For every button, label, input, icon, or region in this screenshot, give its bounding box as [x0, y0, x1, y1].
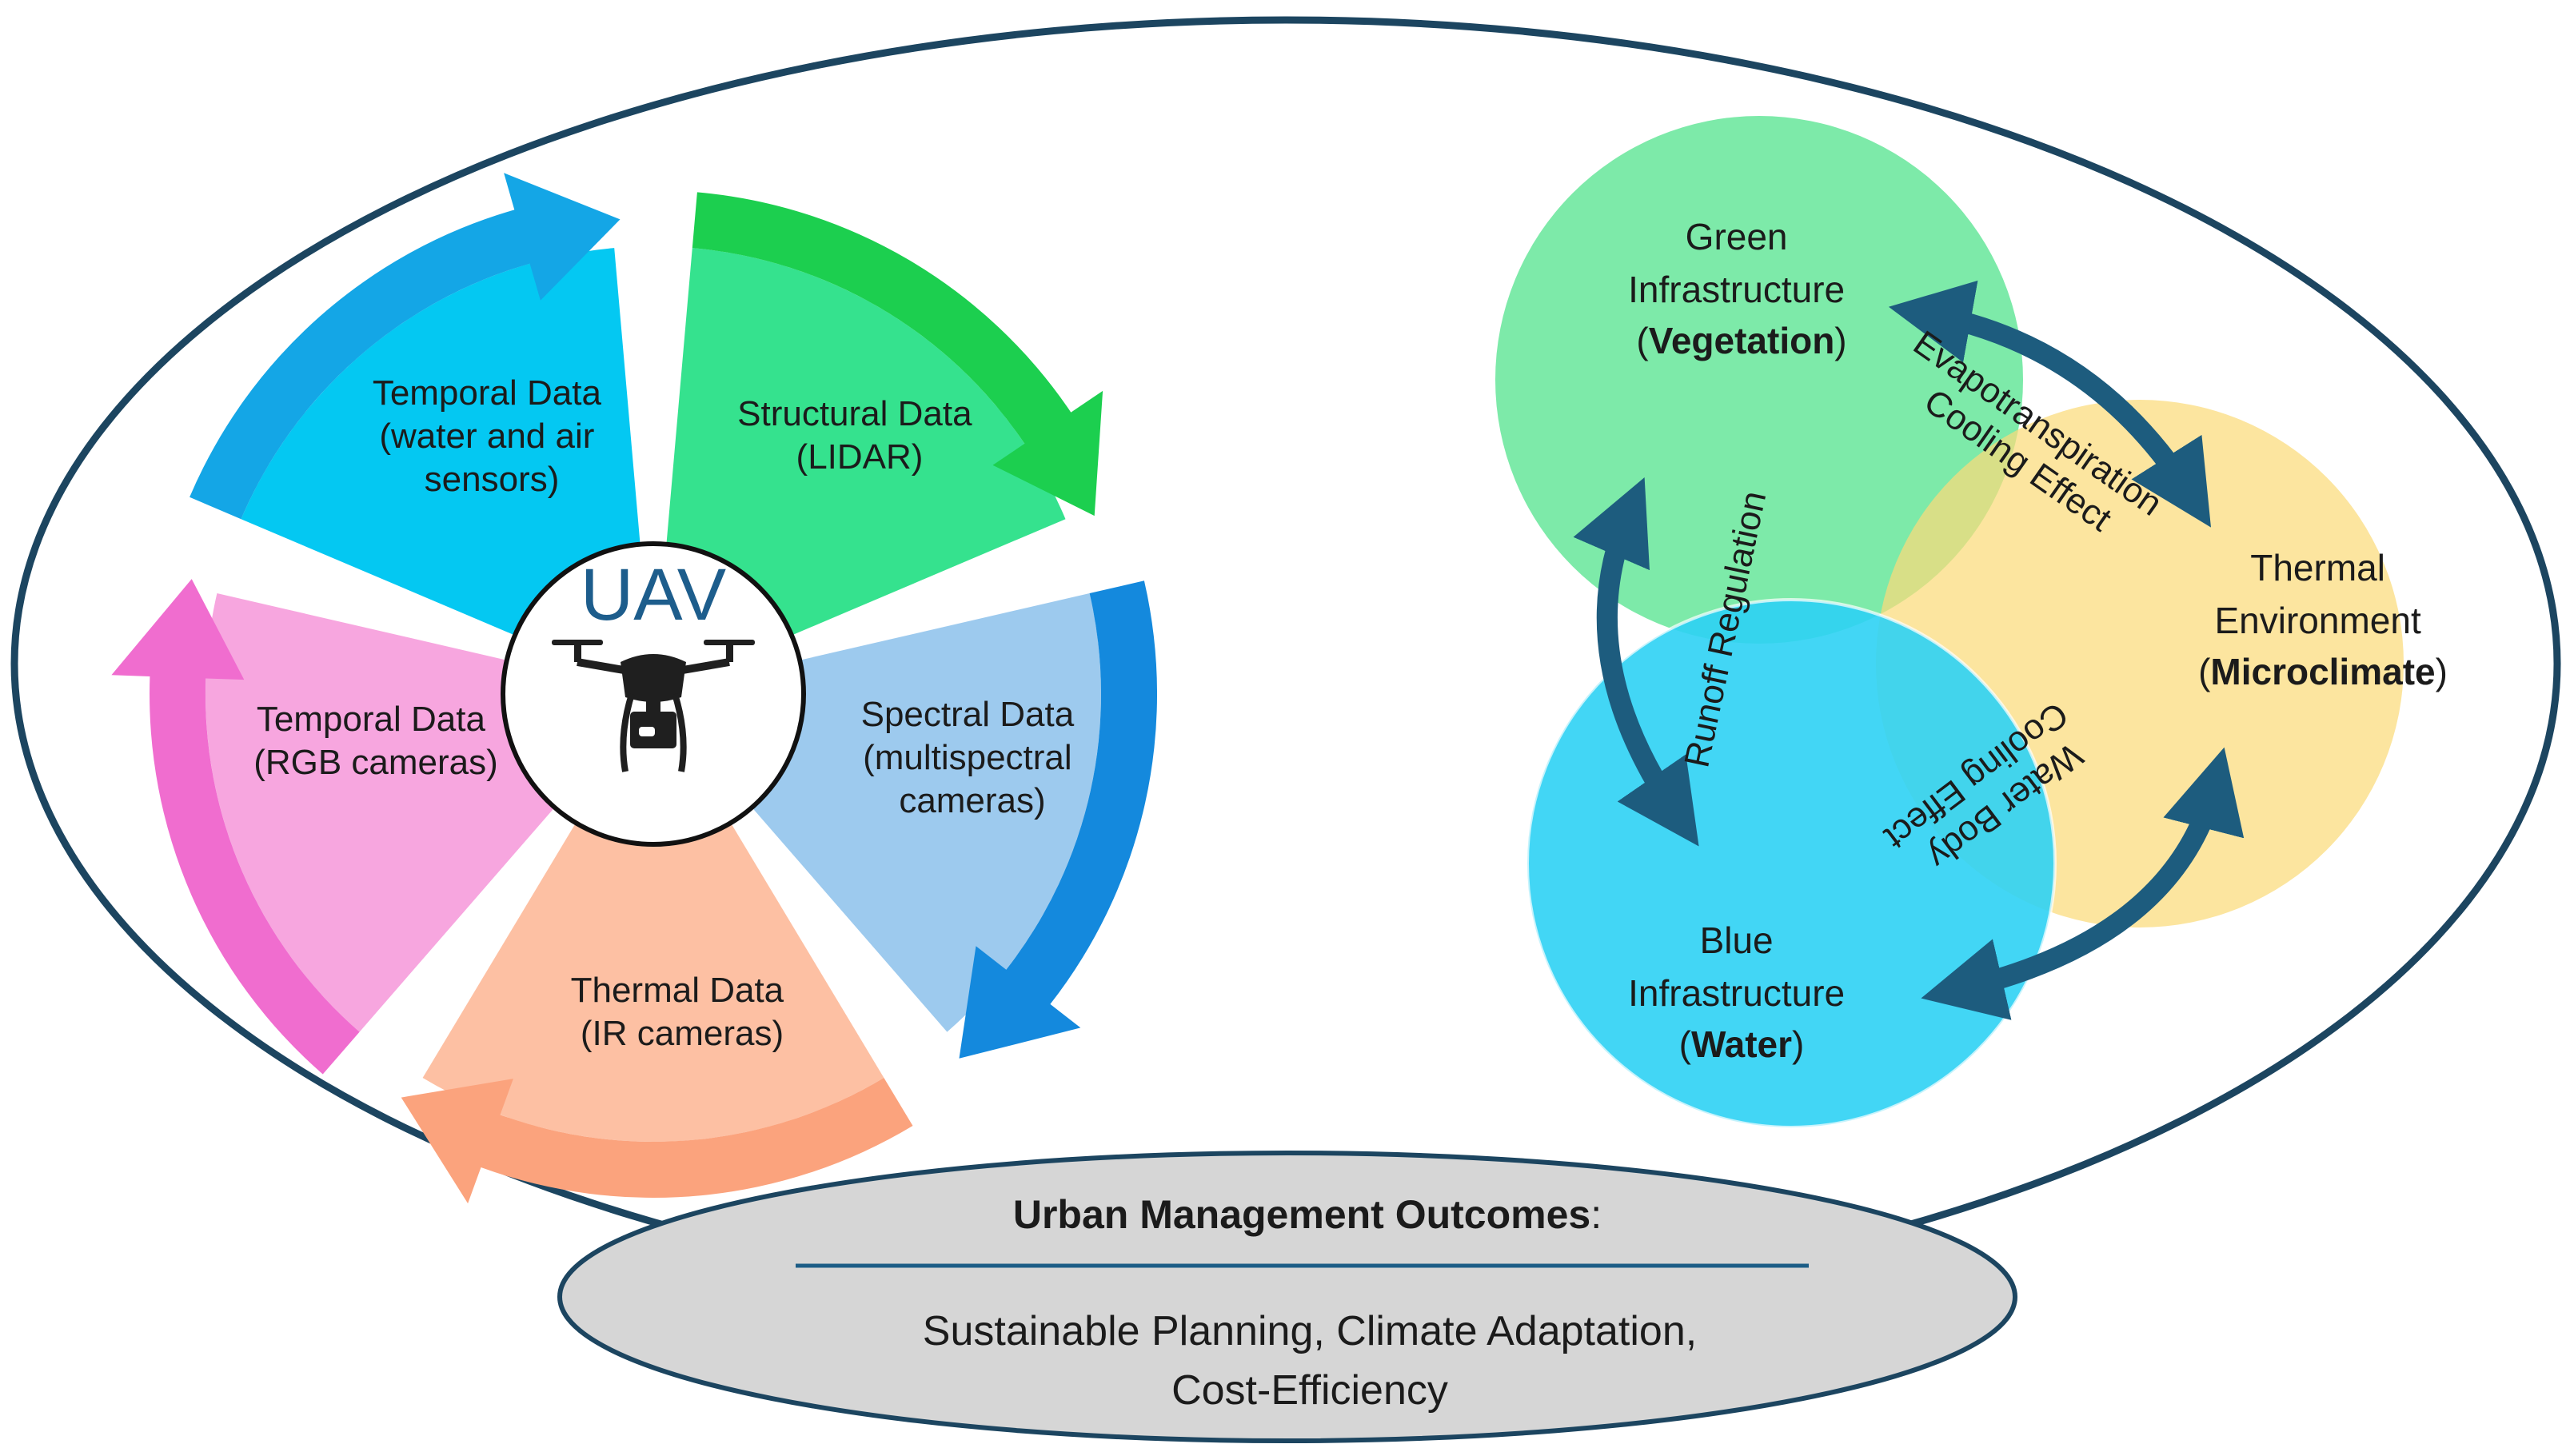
uav-data-wheel: Temporal Data (water and air sensors) St… [111, 173, 1158, 1204]
infrastructure-venn: Green Infrastructure (Vegetation) Therma… [1495, 116, 2448, 1129]
thermal-environment-label: Thermal Environment (Microclimate) [2198, 547, 2448, 692]
drone-icon [552, 640, 755, 772]
outcomes-line-2: Cost-Efficiency [1171, 1367, 1448, 1414]
rgb-arrow [111, 579, 360, 1075]
blue-infrastructure-label: Blue Infrastructure (Water) [1628, 919, 1855, 1065]
thermal-arrow [401, 1078, 913, 1204]
thermal-label: Thermal Data (IR cameras) [571, 971, 794, 1053]
green-infrastructure-label: Green Infrastructure (Vegetation) [1628, 216, 1855, 361]
outcomes-title: Urban Management Outcomes: [1013, 1192, 1602, 1237]
temporal-sensors-label: Temporal Data (water and air sensors) [373, 373, 611, 499]
spectral-segment [748, 593, 1101, 1032]
thermal-segment [422, 817, 884, 1142]
spectral-arrow [959, 580, 1158, 1059]
temporal-sensors-segment [241, 248, 641, 638]
spectral-label: Spectral Data (multispectral cameras) [861, 695, 1084, 820]
structural-segment [665, 248, 1066, 638]
water-body-double-arrow-icon [1921, 747, 2245, 1020]
evapotranspiration-double-arrow-icon [1888, 280, 2212, 528]
structural-arrow [692, 192, 1103, 517]
uav-title: UAV [581, 554, 726, 636]
outcomes-panel: Urban Management Outcomes: Sustainable P… [557, 1151, 2017, 1443]
rgb-label: Temporal Data (RGB cameras) [253, 700, 498, 782]
outcomes-ellipse [557, 1151, 2017, 1443]
temporal-sensors-arrow [190, 173, 621, 520]
outcomes-line-1: Sustainable Planning, Climate Adaptation… [923, 1308, 1697, 1354]
runoff-double-arrow-icon [1573, 477, 1699, 847]
rgb-segment [206, 593, 559, 1032]
structural-label: Structural Data (LIDAR) [737, 394, 982, 477]
